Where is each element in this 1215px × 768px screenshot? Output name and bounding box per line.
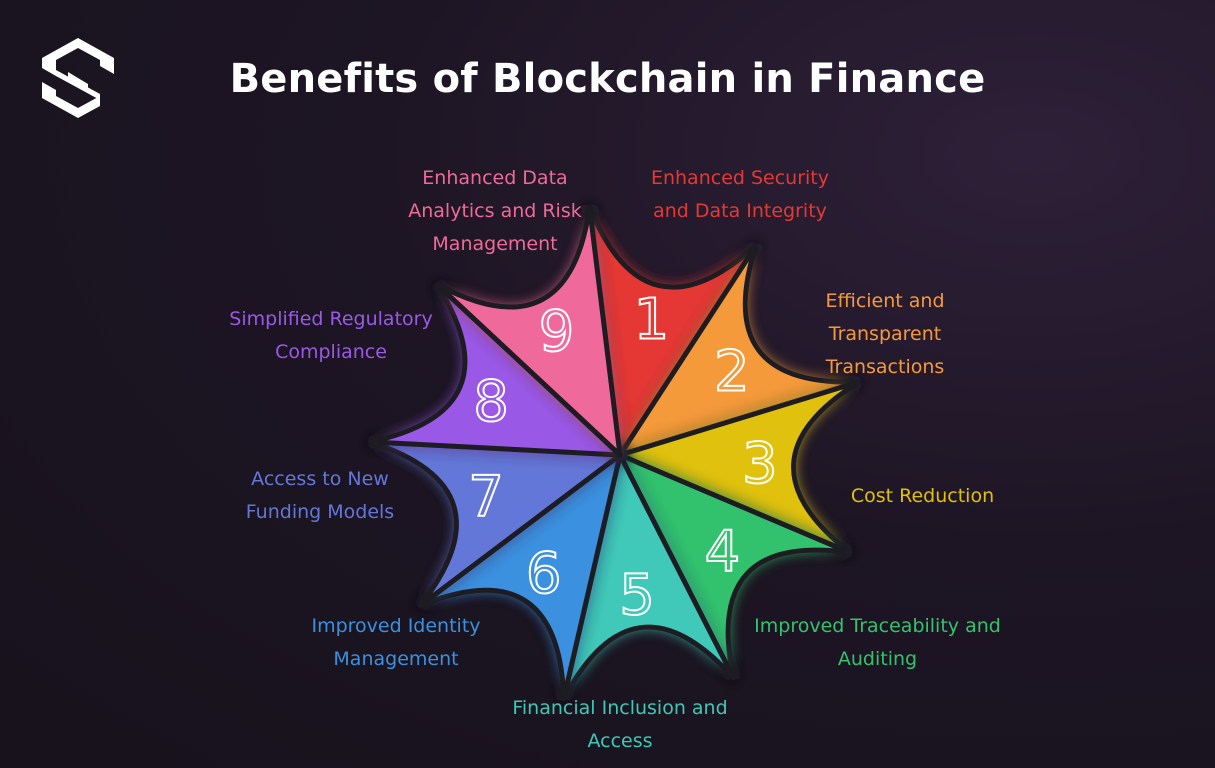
benefit-label-5: Financial Inclusion and Access [512,697,728,752]
benefit-label-8: Simplified Regulatory Compliance [229,308,433,363]
benefit-label-7: Access to New Funding Models [245,468,395,523]
benefit-label-4: Improved Traceability and Auditing [754,615,1001,670]
segment-number-5: 5 [619,563,655,628]
benefit-label-2: Efficient and Transparent Transactions [825,290,945,378]
segment-8 [367,282,623,458]
benefit-label-1: Enhanced Security and Data Integrity [650,167,830,222]
segment-1 [587,204,759,458]
benefit-label-3: Cost Reduction [850,485,995,507]
s-monogram-logo-icon [42,38,114,118]
segment-4 [617,452,853,681]
benefit-label-6: Improved Identity Management [311,615,481,670]
segment-number-3: 3 [742,431,778,496]
segment-2 [617,242,862,458]
segment-number-2: 2 [714,340,750,405]
segment-7 [367,439,623,608]
benefit-label-9: Enhanced Data Analytics and Risk Managem… [408,167,582,255]
segment-number-1: 1 [634,288,670,353]
segment-6 [417,452,623,702]
segment-9 [434,204,623,458]
segment-number-6: 6 [526,541,562,606]
segment-number-4: 4 [705,519,741,584]
segment-3 [617,379,862,556]
segment-number-8: 8 [473,369,509,434]
segment-number-7: 7 [468,465,504,530]
page-title: Benefits of Blockchain in Finance [229,56,986,102]
segment-number-9: 9 [539,299,575,364]
